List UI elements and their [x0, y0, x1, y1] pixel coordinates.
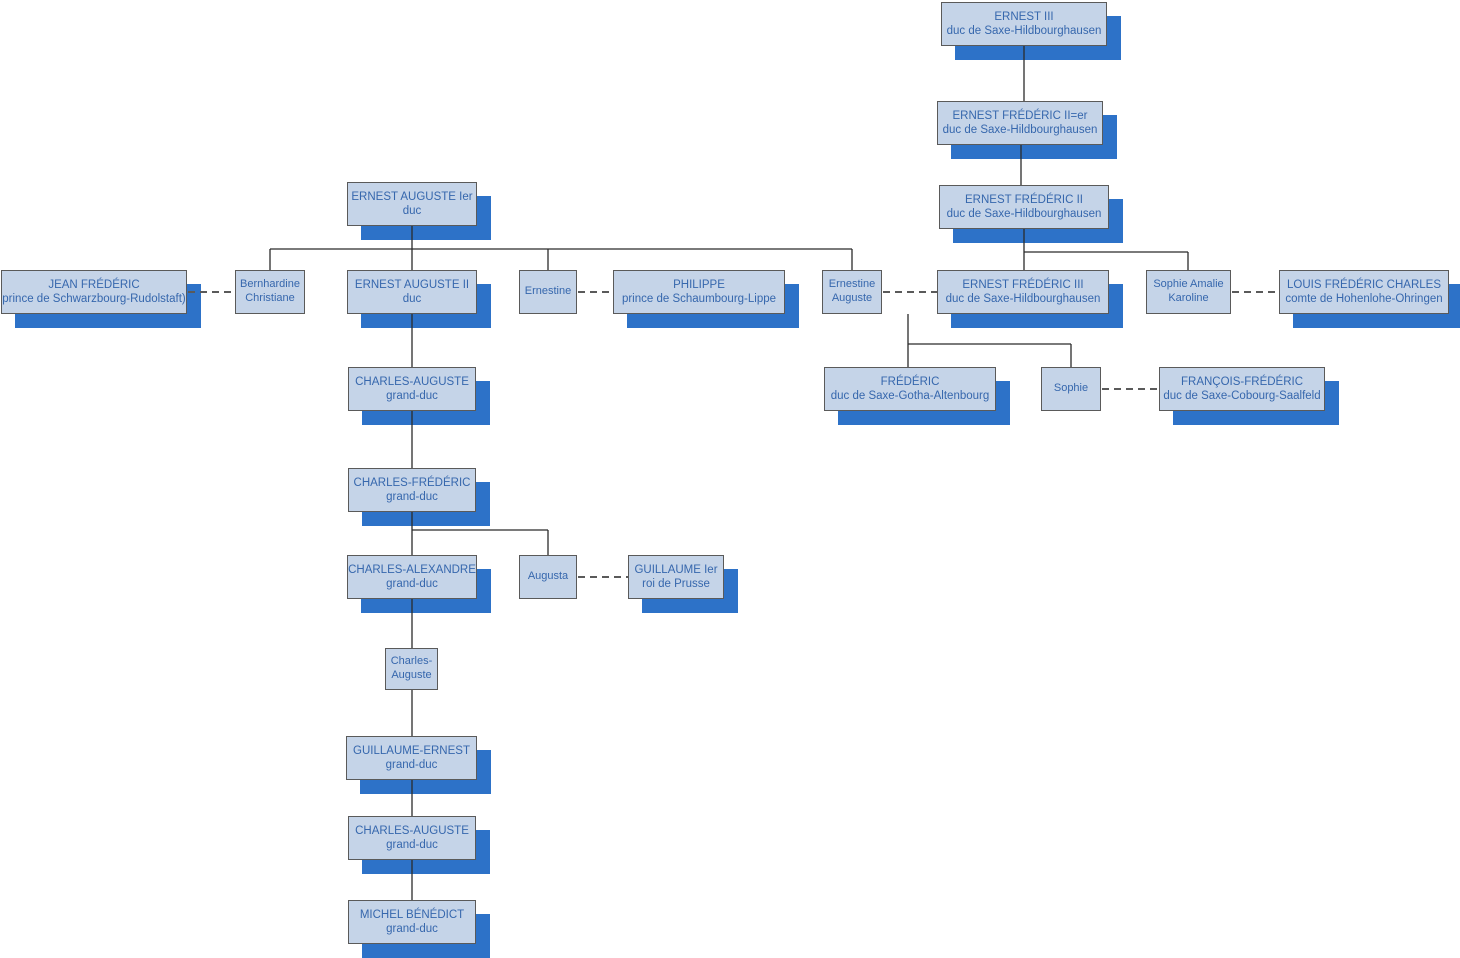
node-subtitle: duc de Saxe-Hildbourghausen: [942, 124, 1098, 136]
node-title: ERNEST FRÉDÉRIC II: [965, 193, 1083, 206]
node-charles-auguste-petit[interactable]: Charles- Auguste: [385, 648, 438, 690]
node-subtitle: Auguste: [831, 292, 873, 304]
node-subtitle: Christiane: [245, 292, 295, 304]
node-subtitle: prince de Schwarzbourg-Rudolstaft): [2, 293, 186, 305]
node-title: PHILIPPE: [673, 278, 725, 291]
node-ernest-auguste-ier[interactable]: ERNEST AUGUSTE Ier duc: [347, 182, 477, 226]
node-title: FRÉDÉRIC: [880, 375, 940, 388]
node-ernest-auguste-ii[interactable]: ERNEST AUGUSTE II duc: [347, 270, 477, 314]
node-jean-frederic[interactable]: JEAN FRÉDÉRIC prince de Schwarzbourg-Rud…: [1, 270, 187, 314]
node-subtitle: grand-duc: [386, 390, 438, 402]
node-louis-frederic-charles[interactable]: LOUIS FRÉDÉRIC CHARLES comte de Hohenloh…: [1279, 270, 1449, 314]
node-subtitle: roi de Prusse: [642, 578, 710, 590]
node-title: ERNEST III: [994, 10, 1054, 23]
node-title: Augusta: [527, 570, 569, 583]
node-charles-frederic[interactable]: CHARLES-FRÉDÉRIC grand-duc: [348, 468, 476, 512]
node-title: JEAN FRÉDÉRIC: [48, 278, 140, 291]
node-ernestine[interactable]: Ernestine: [519, 270, 577, 314]
node-guillaume-ernest[interactable]: GUILLAUME-ERNEST grand-duc: [346, 736, 477, 780]
node-subtitle: Karoline: [1168, 292, 1209, 304]
node-title: Ernestine: [828, 278, 876, 291]
node-title: ERNEST FRÉDÉRIC III: [962, 278, 1084, 291]
node-sophie[interactable]: Sophie: [1041, 367, 1101, 411]
node-subtitle: grand-duc: [386, 491, 438, 503]
node-title: ERNEST FRÉDÉRIC II=er: [952, 109, 1088, 122]
node-title: Sophie Amalie: [1153, 278, 1224, 291]
node-charles-auguste-grand-duc-2[interactable]: CHARLES-AUGUSTE grand-duc: [348, 816, 476, 860]
node-title: GUILLAUME-ERNEST: [353, 744, 470, 757]
node-subtitle: grand-duc: [386, 578, 438, 590]
node-subtitle: comte de Hohenlohe-Ohringen: [1285, 293, 1443, 305]
node-ernest-frederic-ii[interactable]: ERNEST FRÉDÉRIC II duc de Saxe-Hildbourg…: [939, 185, 1109, 229]
node-ernest-iii[interactable]: ERNEST III duc de Saxe-Hildbourghausen: [941, 2, 1107, 46]
node-title: CHARLES-FRÉDÉRIC: [353, 476, 471, 489]
node-title: CHARLES-AUGUSTE: [355, 375, 469, 388]
node-frederic[interactable]: FRÉDÉRIC duc de Saxe-Gotha-Altenbourg: [824, 367, 996, 411]
node-subtitle: duc de Saxe-Gotha-Altenbourg: [830, 390, 990, 402]
node-title: Sophie: [1053, 382, 1089, 395]
node-title: Charles-: [390, 655, 433, 668]
node-philippe[interactable]: PHILIPPE prince de Schaumbourg-Lippe: [613, 270, 785, 314]
node-title: ERNEST AUGUSTE II: [354, 278, 470, 291]
node-subtitle: duc de Saxe-Cobourg-Saalfeld: [1163, 390, 1321, 402]
node-michel-benedict[interactable]: MICHEL BÉNÉDICT grand-duc: [348, 900, 476, 944]
node-subtitle: prince de Schaumbourg-Lippe: [621, 293, 777, 305]
node-title: MICHEL BÉNÉDICT: [359, 908, 465, 921]
node-subtitle: grand-duc: [385, 759, 438, 771]
node-ernestine-auguste[interactable]: Ernestine Auguste: [822, 270, 882, 314]
node-charles-auguste-grand-duc-1[interactable]: CHARLES-AUGUSTE grand-duc: [348, 367, 476, 411]
node-title: LOUIS FRÉDÉRIC CHARLES: [1286, 278, 1441, 291]
node-charles-alexandre[interactable]: CHARLES-ALEXANDRE grand-duc: [347, 555, 477, 599]
node-title: FRANÇOIS-FRÉDÉRIC: [1180, 375, 1304, 388]
node-sophie-amalie-karoline[interactable]: Sophie Amalie Karoline: [1146, 270, 1231, 314]
node-ernest-frederic-iii[interactable]: ERNEST FRÉDÉRIC III duc de Saxe-Hildbour…: [937, 270, 1109, 314]
node-title: CHARLES-ALEXANDRE: [348, 563, 476, 576]
node-title: Ernestine: [524, 285, 572, 298]
node-subtitle: duc de Saxe-Hildbourghausen: [946, 208, 1102, 220]
node-subtitle: grand-duc: [386, 839, 438, 851]
node-title: Bernhardine: [240, 278, 300, 291]
node-bernhardine-christiane[interactable]: Bernhardine Christiane: [235, 270, 305, 314]
node-title: GUILLAUME Ier: [634, 563, 718, 576]
node-subtitle: Auguste: [391, 669, 432, 681]
node-subtitle: duc: [402, 205, 422, 217]
node-title: ERNEST AUGUSTE Ier: [351, 190, 473, 203]
node-subtitle: duc de Saxe-Hildbourghausen: [946, 25, 1102, 37]
node-francois-frederic[interactable]: FRANÇOIS-FRÉDÉRIC duc de Saxe-Cobourg-Sa…: [1159, 367, 1325, 411]
node-augusta[interactable]: Augusta: [519, 555, 577, 599]
node-guillaume-ier[interactable]: GUILLAUME Ier roi de Prusse: [628, 555, 724, 599]
node-subtitle: grand-duc: [386, 923, 438, 935]
node-subtitle: duc de Saxe-Hildbourghausen: [945, 293, 1101, 305]
node-title: CHARLES-AUGUSTE: [355, 824, 469, 837]
node-subtitle: duc: [402, 293, 422, 305]
node-ernest-frederic-ii-er[interactable]: ERNEST FRÉDÉRIC II=er duc de Saxe-Hildbo…: [937, 101, 1103, 145]
